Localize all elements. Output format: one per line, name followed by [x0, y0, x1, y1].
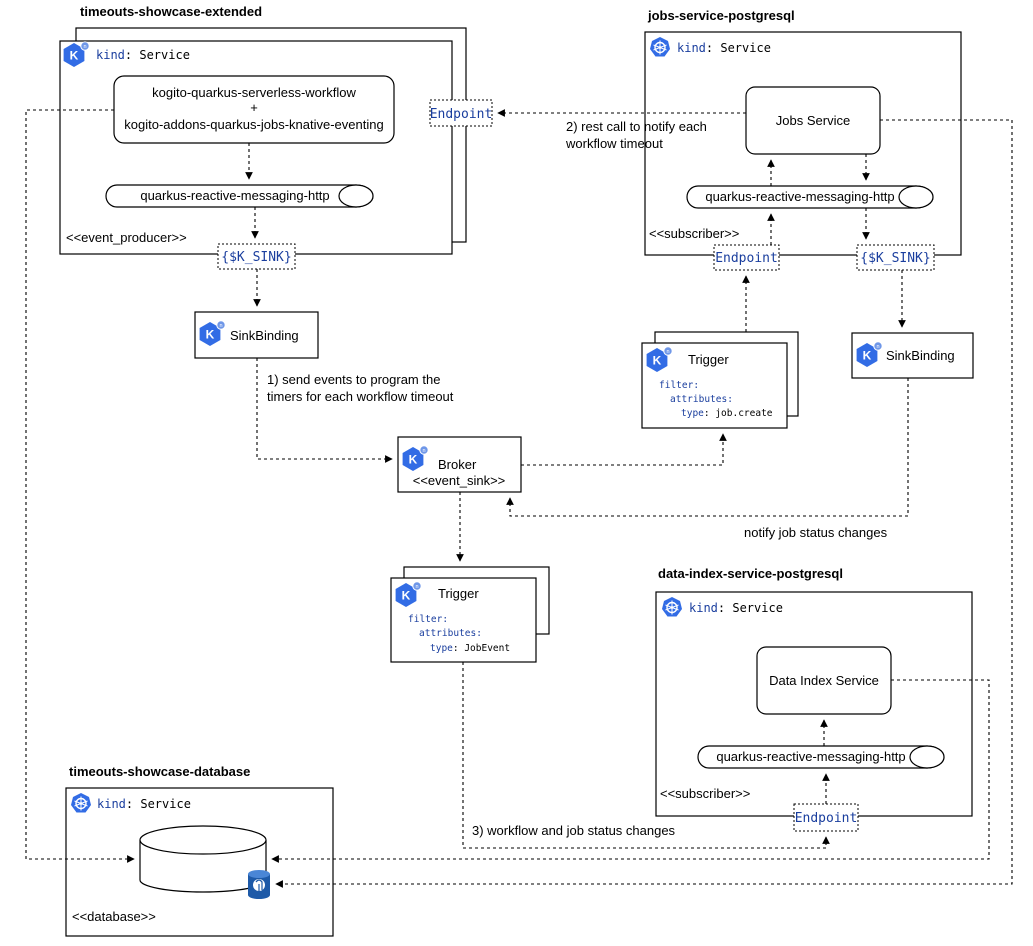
jobs-k-sink-box — [856, 244, 935, 271]
trigger-top-attributes: attributes: — [670, 394, 733, 405]
kind-value: : Service — [125, 48, 190, 62]
endpoint-top-label: Endpoint — [430, 107, 493, 122]
send-events-annotation-line2: timers for each workflow timeout — [267, 389, 454, 404]
workflow-job-status-annotation: 3) workflow and job status changes — [472, 823, 676, 838]
jobs-endpoint-box — [713, 244, 780, 271]
svg-text:type: job.create: type: job.create — [681, 408, 773, 419]
timeouts-showcase-extended-box — [59, 40, 453, 255]
trigger-bottom-attributes: attributes: — [419, 628, 482, 639]
arrow-workflow-to-database — [25, 109, 135, 863]
k-sink-label: {$K_SINK} — [221, 250, 291, 265]
trigger-bottom-label: Trigger — [438, 586, 479, 601]
svg-text:kind: Service: kind: Service — [677, 41, 771, 55]
svg-text:kind: Service: kind: Service — [96, 48, 190, 62]
jobs-service-label: Jobs Service — [776, 113, 850, 128]
workflow-line1: kogito-quarkus-serverless-workflow — [152, 85, 356, 100]
sinkbinding-right-label: SinkBinding — [886, 348, 955, 363]
data-index-subscriber-stereotype: <<subscriber>> — [660, 786, 750, 801]
jobs-subscriber-stereotype: <<subscriber>> — [649, 226, 739, 241]
event-producer-stereotype: <<event_producer>> — [66, 230, 187, 245]
jobs-service-postgresql-group: jobs-service-postgresql kind: Service Jo… — [644, 8, 962, 271]
postgresql-elephant-icon — [248, 870, 270, 899]
svg-text:kind: Service: kind: Service — [97, 797, 191, 811]
trigger-top-label: Trigger — [688, 352, 729, 367]
database-title: timeouts-showcase-database — [69, 764, 250, 779]
kind-key: kind — [96, 48, 125, 62]
trigger-top-filter: filter: — [659, 380, 699, 391]
data-index-endpoint-label: Endpoint — [795, 811, 858, 826]
data-index-messaging-label: quarkus-reactive-messaging-http — [716, 749, 905, 764]
rest-call-annotation-line1: 2) rest call to notify each — [566, 119, 707, 134]
data-index-service-group: data-index-service-postgresql kind: Serv… — [655, 566, 973, 832]
trigger-bottom-filter: filter: — [408, 614, 448, 625]
database-stereotype: <<database>> — [72, 909, 156, 924]
jobs-endpoint-label: Endpoint — [715, 251, 778, 266]
svg-text:kind: Service: kind: Service — [689, 601, 783, 615]
rest-call-annotation-line2: workflow timeout — [565, 136, 663, 151]
arrow-trigger-to-data-index-endpoint — [462, 662, 830, 849]
send-events-annotation-line1: 1) send events to program the — [267, 372, 440, 387]
data-index-title: data-index-service-postgresql — [658, 566, 843, 581]
jobs-messaging-label: quarkus-reactive-messaging-http — [705, 189, 894, 204]
arrow-jobs-service-to-database — [275, 119, 1013, 888]
arrow-sinkbinding-right-to-broker — [506, 378, 909, 517]
jobs-service-title: jobs-service-postgresql — [647, 8, 795, 23]
data-index-label: Data Index Service — [769, 673, 879, 688]
broker-label: Broker — [438, 457, 477, 472]
sinkbinding-left-label: SinkBinding — [230, 328, 299, 343]
arrow-broker-to-trigger-top — [521, 433, 727, 466]
jobs-k-sink-label: {$K_SINK} — [860, 251, 930, 266]
connectors — [25, 109, 1013, 888]
messaging-label: quarkus-reactive-messaging-http — [140, 188, 329, 203]
workflow-plus: + — [250, 100, 258, 115]
database-group: timeouts-showcase-database kind: Service… — [65, 764, 334, 937]
data-index-endpoint-box — [793, 803, 859, 832]
notify-job-annotation: notify job status changes — [744, 525, 888, 540]
workflow-line2: kogito-addons-quarkus-jobs-knative-event… — [124, 117, 383, 132]
timeouts-showcase-extended-title: timeouts-showcase-extended — [80, 4, 262, 19]
svg-text:type: JobEvent: type: JobEvent — [430, 643, 510, 654]
endpoint-top-box — [429, 99, 493, 127]
arrow-data-index-to-database — [271, 679, 990, 863]
timeouts-showcase-extended-group: timeouts-showcase-extended kind: Service… — [59, 4, 467, 270]
broker-stereotype: <<event_sink>> — [413, 473, 506, 488]
